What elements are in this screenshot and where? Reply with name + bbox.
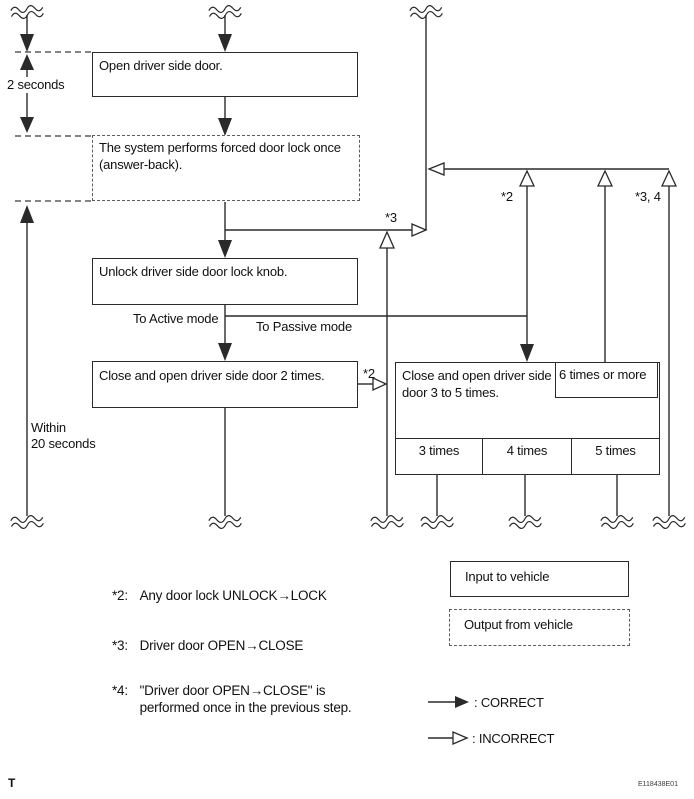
legend-correct-label: : CORRECT [474, 695, 544, 710]
break-symbol-icon [369, 513, 405, 531]
break-symbol-icon [507, 513, 543, 531]
legend-input-box: Input to vehicle [450, 561, 629, 597]
note-star2: *2: Any door lock UNLOCK→LOCK [112, 588, 327, 605]
times-5-cell: 5 times [595, 443, 636, 458]
note-star3: *3: Driver door OPEN→CLOSE [112, 638, 303, 655]
step-text: Unlock driver side door lock knob. [99, 264, 288, 279]
legend-text: Output from vehicle [464, 617, 573, 632]
times-3-cell: 3 times [396, 439, 483, 474]
step-open-driver-door-box: Open driver side door. [92, 52, 358, 97]
to-active-mode-label: To Active mode [133, 311, 219, 326]
step-text: The system performs forced door lock onc… [99, 140, 341, 172]
break-symbol-icon [651, 513, 687, 531]
to-passive-mode-label: To Passive mode [256, 319, 352, 334]
step-forced-lock-output-box: The system performs forced door lock onc… [92, 135, 360, 201]
step-text: Close and open driver side door 3 to 5 t… [402, 368, 552, 400]
step-text: 6 times or more [559, 367, 647, 382]
star3-branch-label: *3 [385, 210, 397, 225]
figure-code: E118438E01 [638, 781, 678, 788]
note-marker: *3: [112, 638, 128, 653]
star2-input-branch-label: *2 [363, 366, 375, 381]
step-unlock-knob-box: Unlock driver side door lock knob. [92, 258, 358, 305]
solid-connectors [26, 15, 670, 739]
filled-arrowheads [20, 34, 534, 708]
star2-return-branch-label: *2 [501, 189, 513, 204]
times-4-cell: 4 times [483, 439, 572, 474]
step-close-open-2-times-box: Close and open driver side door 2 times. [92, 361, 358, 408]
note-text: Any door lock UNLOCK→LOCK [139, 588, 327, 603]
note-star4: *4: "Driver door OPEN→CLOSE" is performe… [112, 683, 358, 717]
legend-text: Input to vehicle [465, 569, 550, 584]
times-result-row: 3 times 4 times 5 times [396, 438, 659, 474]
dashed-timing-guides [15, 51, 91, 202]
note-marker: *4: [112, 683, 128, 698]
break-symbol-icon [207, 513, 243, 531]
note-marker: *2: [112, 588, 128, 603]
star34-return-branch-label: *3, 4 [635, 189, 661, 204]
break-symbol-icon [599, 513, 635, 531]
six-times-or-more-box: 6 times or more [555, 362, 658, 398]
open-arrowheads [372, 162, 678, 745]
break-symbol-icon [419, 513, 455, 531]
note-text: Driver door OPEN→CLOSE [139, 638, 304, 653]
step-text: Open driver side door. [99, 58, 223, 73]
legend-output-box: Output from vehicle [449, 609, 630, 646]
legend-incorrect-label: : INCORRECT [472, 731, 555, 746]
break-symbol-icon [9, 513, 45, 531]
footer-page-mark: T [8, 776, 16, 790]
two-seconds-label: 2 seconds [5, 77, 67, 94]
note-text: "Driver door OPEN→CLOSE" is performed on… [139, 683, 352, 715]
within-20-seconds-label: Within 20 seconds [31, 420, 96, 452]
step-text: Close and open driver side door 2 times. [99, 368, 325, 383]
